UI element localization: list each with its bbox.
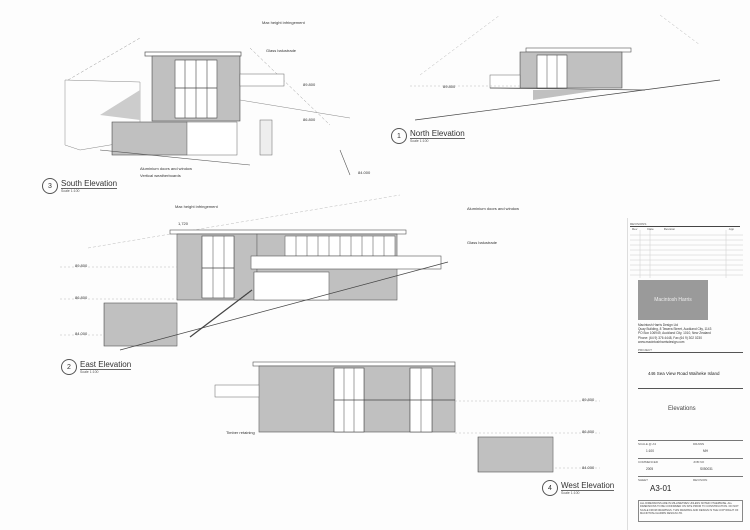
south-weatherboards-label: Vertical weatherboards [140,173,181,178]
address-line: PO Box 106949, Auckland City, 1010, New … [638,331,711,336]
east-level-3: 84.000 [75,331,88,336]
view-title: East Elevation [80,360,132,370]
project-label: PROJECT [638,348,653,352]
view-scale: Scale 1:100 [80,370,99,374]
east-elevation-drawing [60,194,449,351]
commenced-value: 2005 [646,467,654,471]
view-scale: Scale 1:100 [561,491,580,495]
firm-address: Macintosh Harris Design Ltd Quay Buildin… [638,323,743,344]
drawing-notes: ALL DIMENSIONS ARE IN MILLIMETRES UNLESS… [638,500,743,522]
commenced-label: COMMENCED [638,460,658,464]
south-level-1: 89.800 [303,82,316,87]
view-number-badge: 4 [542,480,558,496]
address-line: Macintosh Harris Design Ltd [638,323,679,327]
view-scale: Scale 1:100 [61,189,80,193]
app-col: App [728,227,735,231]
firm-logo: Macintosh Harris [638,280,708,320]
view-title: North Elevation [410,129,465,139]
west-level-1: 89.800 [582,397,595,402]
west-level-3: 84.000 [582,465,595,470]
east-aluminium-label: Aluminium doors and window [467,206,520,211]
view-number-badge: 3 [42,178,58,194]
west-level-2: 86.800 [582,429,595,434]
address-line: www.macintoshharrisdesign.com [638,339,685,344]
revision-table-grid [630,230,743,278]
view-title: South Elevation [61,179,118,189]
view-number-badge: 1 [391,128,407,144]
revision-col: Revision [663,227,676,231]
address-line: Quay Building, 8 Tawera Street, Auckland… [638,327,712,332]
job-no-value: S050031 [700,467,713,471]
west-elevation-drawing [214,361,600,473]
south-elevation-drawing [64,37,351,176]
north-level-1: 89.800 [443,84,456,89]
east-max-height-label: Max height infringement [175,204,218,209]
project-address: 446 Sea View Road Waiheke Island [648,371,720,376]
title-block: REVISIONS Rev Date Revision App Macintos… [627,218,746,530]
scale-label: SCALE @ A3 [638,442,657,446]
revisions-header: REVISIONS [630,222,647,226]
south-max-height-label: Max height infringement [262,20,305,25]
drawn-value: MH [703,449,708,453]
east-level-1: 89.800 [75,263,88,268]
view-number-badge: 2 [61,359,77,375]
address-line: Phone: (64 9) 376 4448, Fax (64 9) 302 0… [638,335,702,340]
sheet-label: SHEET [638,478,649,482]
revision-table-header: Rev Date Revision App [632,227,746,231]
revision-label: REVISION [693,478,708,482]
job-no-label: JOB NO [693,460,705,464]
south-aluminium-label: Aluminium doors and window [140,166,193,171]
drawn-label: DRAWN [693,442,705,446]
south-level-2: 86.800 [303,117,316,122]
drawing-title: Elevations [668,406,696,412]
east-dimension: 1,720 [178,221,189,226]
west-timber-retaining-label: Timber retaining [226,430,255,435]
date-col: Date [647,227,654,231]
north-elevation-drawing [410,14,721,121]
east-glass-balustrade-label: Glass balustrade [467,240,498,245]
south-level-3: 84.000 [358,170,371,175]
view-scale: Scale 1:100 [410,139,429,143]
scale-value: 1:100 [646,449,654,453]
view-title: West Elevation [561,481,615,491]
rev-col: Rev [632,227,638,231]
east-level-2: 86.800 [75,295,88,300]
sheet-number: A3-01 [650,484,672,493]
south-glass-balustrade-label: Glass balustrade [266,48,297,53]
